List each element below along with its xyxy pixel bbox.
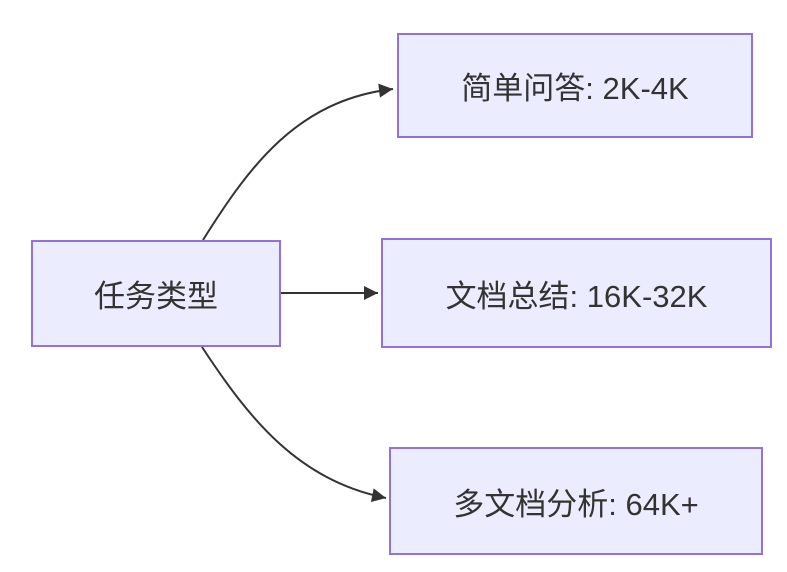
edge-task-to-multi-doc	[201, 346, 387, 503]
node-multi-doc-label: 多文档分析: 64K+	[453, 486, 699, 522]
node-task-type: 任务类型	[31, 240, 281, 347]
edge-task-to-simple-qa	[202, 83, 394, 241]
node-doc-summary: 文档总结: 16K-32K	[381, 238, 772, 348]
node-simple-qa-label: 简单问答: 2K-4K	[461, 71, 689, 106]
node-task-type-label: 任务类型	[94, 279, 218, 314]
node-doc-summary-label: 文档总结: 16K-32K	[445, 278, 708, 314]
node-simple-qa: 简单问答: 2K-4K	[397, 33, 753, 138]
node-multi-doc: 多文档分析: 64K+	[389, 447, 763, 555]
